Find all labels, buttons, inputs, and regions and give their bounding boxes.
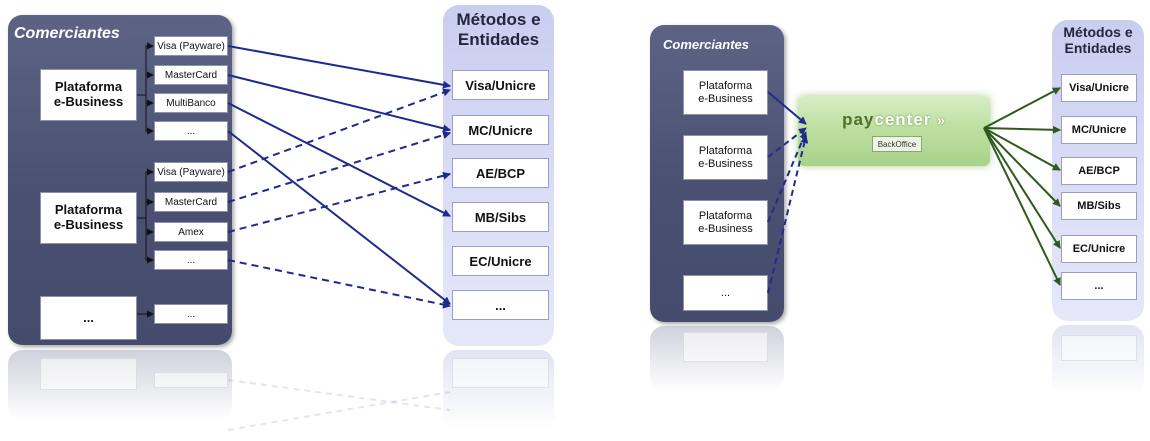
platform-label-line2: e-Business: [53, 217, 124, 232]
platform-box-right-1[interactable]: Plataforma e-Business: [683, 70, 768, 115]
entity-box-mc-unicre-right[interactable]: MC/Unicre: [1061, 116, 1137, 144]
reflection-box: [1061, 335, 1137, 361]
reflection-box: [40, 358, 137, 390]
entity-box-mb-sibs-right[interactable]: MB/Sibs: [1061, 192, 1137, 220]
platform-box-right-2[interactable]: Plataforma e-Business: [683, 135, 768, 180]
reflection-box: [683, 332, 768, 362]
platform-to-method-connectors: [137, 42, 154, 318]
paycenter-logo: paycenter »: [798, 110, 990, 130]
entity-box-ec-unicre-left[interactable]: EC/Unicre: [452, 246, 549, 276]
backoffice-button[interactable]: BackOffice: [872, 136, 922, 152]
entity-box-mb-sibs-left[interactable]: MB/Sibs: [452, 202, 549, 232]
platform-box-right-3[interactable]: Plataforma e-Business: [683, 200, 768, 245]
methods-title-right: Métodos e Entidades: [1052, 24, 1144, 56]
reflection-arrows: [227, 379, 451, 431]
entity-box-ae-bcp-left[interactable]: AE/BCP: [452, 158, 549, 188]
platform-label-line1: Plataforma: [54, 202, 123, 218]
platform-label-line1: Plataforma: [698, 144, 753, 157]
reflection-box: [154, 372, 228, 388]
methods-title-left: Métodos e Entidades: [443, 10, 554, 49]
method-box-amex-2[interactable]: Amex: [154, 222, 228, 242]
paycenter-logo-pay: pay: [842, 110, 875, 129]
platform-label-line1: Plataforma: [54, 79, 123, 95]
platform-label-line1: Plataforma: [698, 209, 753, 222]
paycenter-gateway[interactable]: paycenter » BackOffice: [798, 96, 990, 166]
other-merchant-label: ...: [720, 286, 731, 299]
method-box-more-2[interactable]: ...: [154, 250, 228, 270]
method-box-mastercard-1[interactable]: MasterCard: [154, 65, 228, 85]
paycenter-to-entity-arrows: [983, 87, 1061, 286]
platform-label-line2: e-Business: [698, 222, 753, 235]
merchants-title-left: Comerciantes: [14, 25, 120, 42]
platform-label-line2: e-Business: [53, 94, 124, 109]
other-merchant-label: ...: [83, 309, 94, 325]
entity-box-visa-unicre-right[interactable]: Visa/Unicre: [1061, 74, 1137, 102]
methods-title-left-line2: Entidades: [457, 29, 540, 49]
method-box-visa-payware-1[interactable]: Visa (Payware): [154, 36, 228, 56]
reflection-box: [452, 358, 549, 388]
platform-label-line2: e-Business: [698, 92, 753, 105]
entity-box-more-right[interactable]: ...: [1061, 272, 1137, 300]
merchant-to-paycenter-dashed-arrows: [767, 127, 809, 294]
entity-box-ec-unicre-right[interactable]: EC/Unicre: [1061, 235, 1137, 263]
other-merchant-box-left[interactable]: ...: [40, 296, 137, 340]
platform-label-line2: e-Business: [698, 157, 753, 170]
solid-arrows-left: [227, 45, 451, 305]
entity-box-more-left[interactable]: ...: [452, 290, 549, 320]
method-box-mastercard-2[interactable]: MasterCard: [154, 192, 228, 212]
platform-box-left-1[interactable]: Plataforma e-Business: [40, 69, 137, 121]
method-box-multibanco-1[interactable]: MultiBanco: [154, 93, 228, 113]
other-merchant-box-right[interactable]: ...: [683, 275, 768, 311]
dashed-arrows-left: [227, 88, 451, 309]
method-box-visa-payware-2[interactable]: Visa (Payware): [154, 162, 228, 182]
merchant-to-paycenter-arrows: [767, 91, 807, 125]
platform-label-line1: Plataforma: [698, 79, 753, 92]
method-box-more-1[interactable]: ...: [154, 121, 228, 141]
entity-box-visa-unicre-left[interactable]: Visa/Unicre: [452, 70, 549, 100]
entity-box-ae-bcp-right[interactable]: AE/BCP: [1061, 157, 1137, 185]
methods-title-right-line1: Métodos e: [1063, 24, 1133, 40]
methods-title-right-line2: Entidades: [1064, 40, 1132, 57]
methods-title-left-line1: Métodos e: [456, 10, 541, 29]
merchants-title-right: Comerciantes: [663, 37, 749, 52]
method-box-more-3[interactable]: ...: [154, 304, 228, 324]
entity-box-mc-unicre-left[interactable]: MC/Unicre: [452, 115, 549, 145]
paycenter-logo-center: center: [874, 110, 932, 129]
paycenter-chevron-icon: »: [937, 112, 946, 128]
platform-box-left-2[interactable]: Plataforma e-Business: [40, 192, 137, 244]
